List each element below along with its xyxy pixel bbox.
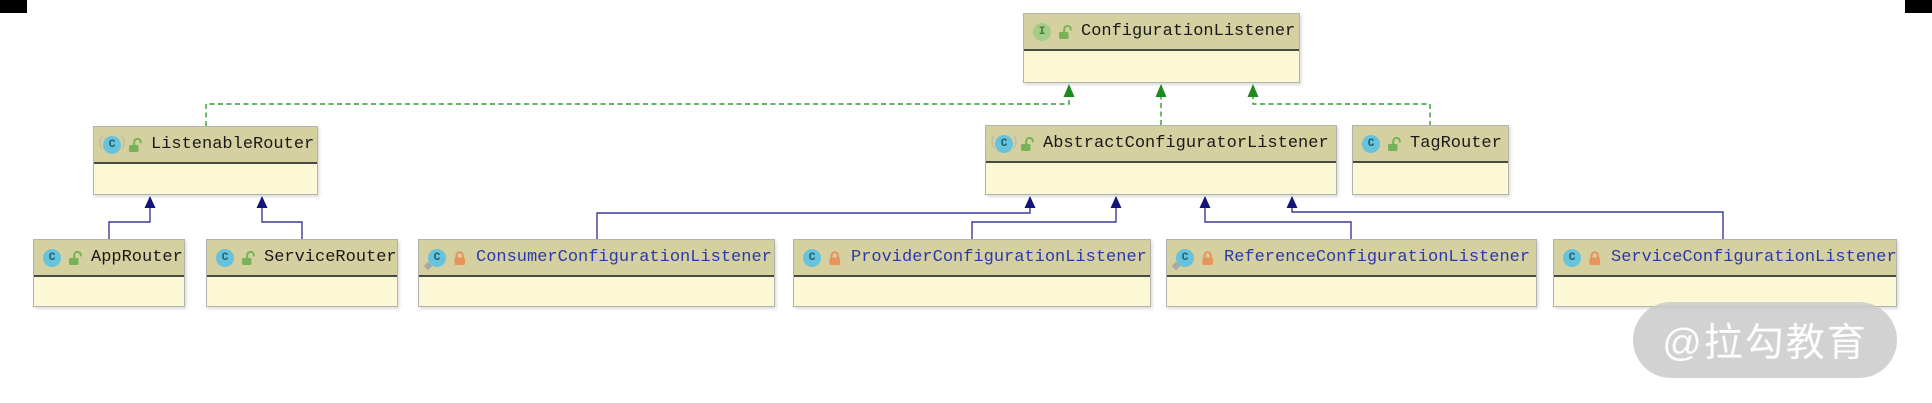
arrowhead-implements-icon — [1155, 84, 1167, 97]
class-node-serviceconfigurationlistener[interactable]: C ServiceConfigurationListener — [1553, 239, 1897, 307]
class-node-servicerouter[interactable]: C ServiceRouter — [206, 239, 398, 307]
node-body — [986, 165, 1336, 194]
lock-closed-icon — [1202, 250, 1213, 265]
class-node-tagrouter[interactable]: C TagRouter — [1352, 125, 1509, 195]
node-header: I ConfigurationListener — [1024, 14, 1299, 51]
class-name: AppRouter — [91, 248, 183, 267]
class-name: TagRouter — [1410, 134, 1502, 153]
arrowhead-extends-icon — [256, 196, 268, 208]
class-icon-letter: C — [1367, 137, 1375, 150]
node-header: C AppRouter — [34, 240, 184, 277]
arrowhead-extends-icon — [144, 196, 156, 208]
class-icon-letter: C — [108, 138, 116, 151]
class-name: ConsumerConfigurationListener — [476, 248, 772, 267]
class-icon-letter: C — [1000, 137, 1008, 150]
node-header: C AbstractConfiguratorListener — [986, 126, 1336, 163]
class-node-approuter[interactable]: C AppRouter — [33, 239, 185, 307]
class-name: ProviderConfigurationListener — [851, 248, 1147, 267]
class-name: AbstractConfiguratorListener — [1043, 134, 1329, 153]
node-header: C ServiceConfigurationListener — [1554, 240, 1897, 277]
edge-extends-providerconfigurationlistener — [971, 208, 1117, 239]
lock-open-icon — [1059, 24, 1072, 39]
abstract-class-icon: C — [989, 134, 1019, 153]
edge-extends-servicerouter — [261, 208, 303, 239]
arrowhead-extends-icon — [1286, 196, 1298, 208]
edge-implements-tagrouter — [1252, 97, 1431, 126]
static-diamond-icon — [1171, 261, 1181, 270]
class-icon-letter: C — [221, 251, 229, 264]
class-node-referenceconfigurationlistener[interactable]: C ReferenceConfigurationListener — [1166, 239, 1537, 307]
edge-extends-serviceconfigurationlistener — [1291, 208, 1724, 239]
lock-open-icon — [1021, 136, 1034, 151]
node-body — [207, 279, 397, 306]
top-left-black-bar — [0, 0, 27, 13]
class-node-consumerconfigurationlistener[interactable]: C ConsumerConfigurationListener — [418, 239, 775, 307]
class-name: ReferenceConfigurationListener — [1224, 248, 1531, 267]
lock-closed-icon — [829, 250, 840, 265]
node-body — [1353, 165, 1508, 194]
node-header: C ServiceRouter — [207, 240, 397, 277]
class-name: ServiceConfigurationListener — [1611, 248, 1897, 267]
lock-open-icon — [1388, 136, 1401, 151]
class-icon-letter: C — [808, 251, 816, 264]
class-icon: C — [1563, 248, 1581, 267]
class-name: ServiceRouter — [264, 248, 397, 267]
edge-extends-referenceconfigurationlistener — [1204, 208, 1352, 239]
class-icon-letter: C — [48, 251, 56, 264]
abstract-class-icon: C — [97, 135, 127, 154]
class-node-providerconfigurationlistener[interactable]: C ProviderConfigurationListener — [793, 239, 1151, 307]
lock-open-icon — [69, 250, 82, 265]
class-icon: C — [43, 248, 61, 267]
class-node-configurationlistener[interactable]: I ConfigurationListener — [1023, 13, 1300, 83]
node-header: C TagRouter — [1353, 126, 1508, 163]
class-node-listenablerouter[interactable]: C ListenableRouter — [93, 126, 318, 195]
lock-closed-icon — [454, 250, 465, 265]
arrowhead-extends-icon — [1110, 196, 1122, 208]
interface-icon: I — [1033, 22, 1051, 41]
arrowhead-implements-icon — [1247, 84, 1259, 97]
lock-open-icon — [129, 137, 142, 152]
node-header: C ProviderConfigurationListener — [794, 240, 1150, 277]
node-header: C ListenableRouter — [94, 127, 317, 164]
edge-implements-listenablerouter — [205, 97, 1070, 126]
static-class-icon: C — [423, 248, 446, 270]
lock-closed-icon — [1589, 250, 1600, 265]
class-icon-letter: C — [1181, 251, 1189, 264]
node-header: C ReferenceConfigurationListener — [1167, 240, 1536, 277]
class-icon-letter: C — [1568, 251, 1576, 264]
node-body — [1554, 279, 1896, 306]
arrowhead-extends-icon — [1199, 196, 1211, 208]
class-icon: C — [216, 248, 234, 267]
class-node-abstractconfiguratorlistener[interactable]: C AbstractConfiguratorListener — [985, 125, 1337, 195]
arrowhead-implements-icon — [1063, 84, 1075, 97]
top-right-black-bar — [1905, 0, 1932, 13]
static-diamond-icon — [423, 261, 433, 270]
edge-extends-approuter — [108, 208, 151, 239]
node-body — [34, 279, 184, 306]
edge-extends-consumerconfigurationlistener — [596, 208, 1031, 239]
node-body — [1024, 53, 1299, 82]
class-name: ListenableRouter — [151, 135, 315, 154]
node-body — [94, 166, 317, 194]
class-icon-letter: C — [433, 251, 441, 264]
node-body — [1167, 279, 1536, 306]
arrowhead-extends-icon — [1024, 196, 1036, 208]
lock-open-icon — [242, 250, 255, 265]
node-body — [419, 279, 774, 306]
node-body — [794, 279, 1150, 306]
watermark: @拉勾教育 — [1633, 302, 1897, 378]
interface-icon-letter: I — [1038, 25, 1046, 38]
class-icon: C — [803, 248, 821, 267]
node-header: C ConsumerConfigurationListener — [419, 240, 774, 277]
static-class-icon: C — [1171, 248, 1194, 270]
class-icon: C — [1362, 134, 1380, 153]
class-name: ConfigurationListener — [1081, 22, 1296, 41]
